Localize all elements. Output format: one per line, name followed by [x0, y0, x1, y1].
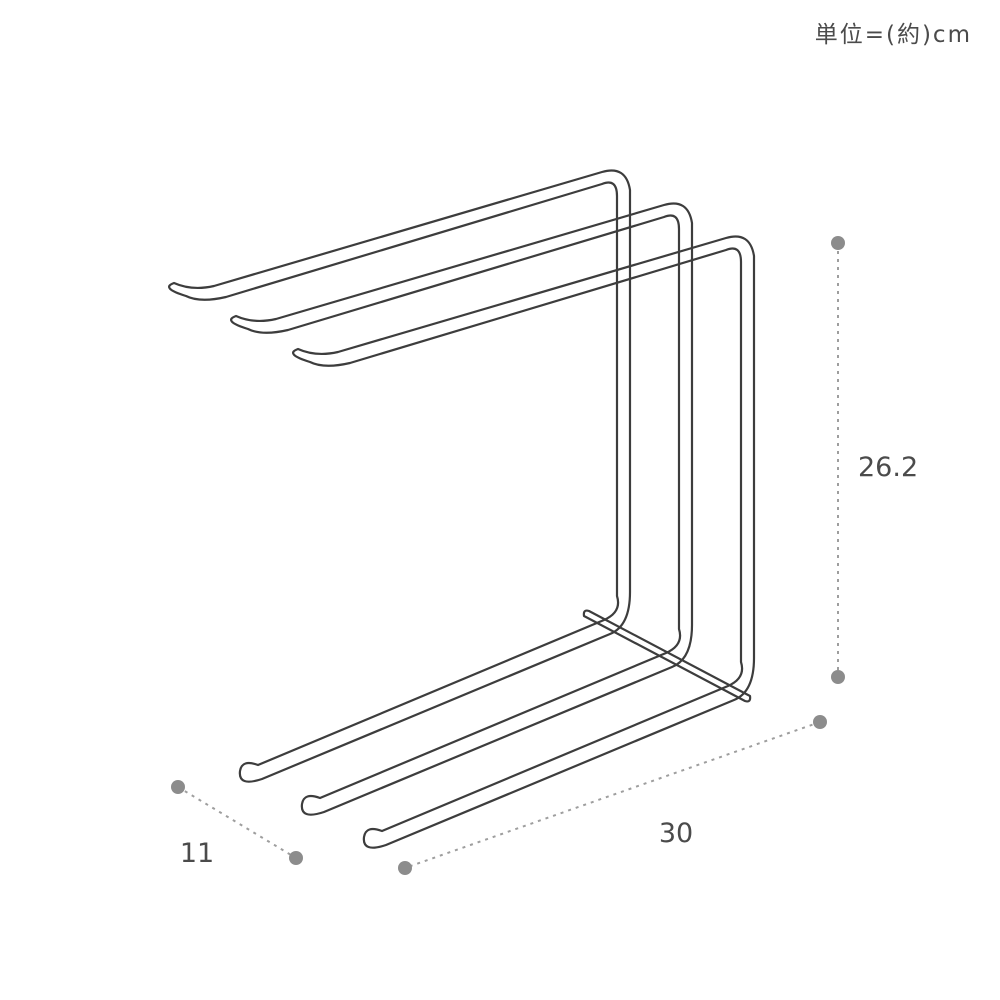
dimension-dot: [398, 861, 412, 875]
depth-dimension-label: 11: [180, 838, 214, 869]
rack-unit-middle: [230, 202, 694, 816]
height-dimension-label: 26.2: [858, 452, 918, 483]
dimension-dot: [831, 670, 845, 684]
depth-dimension: 11: [171, 780, 303, 869]
dimension-dot: [813, 715, 827, 729]
dimension-dot: [171, 780, 185, 794]
width-dimension: 30: [398, 715, 827, 875]
unit-note: 単位=(約)cm: [815, 22, 972, 48]
rack-unit-front: [292, 235, 756, 849]
rack-wireframe: [168, 169, 756, 849]
width-dimension-line: [404, 721, 821, 869]
width-dimension-label: 30: [659, 818, 693, 849]
rack-crossbar: [582, 609, 752, 703]
depth-dimension-line: [177, 786, 297, 859]
dimension-dot: [831, 236, 845, 250]
dimension-dot: [289, 851, 303, 865]
rack-unit-back: [168, 169, 632, 783]
height-dimension: 26.2: [831, 236, 918, 684]
